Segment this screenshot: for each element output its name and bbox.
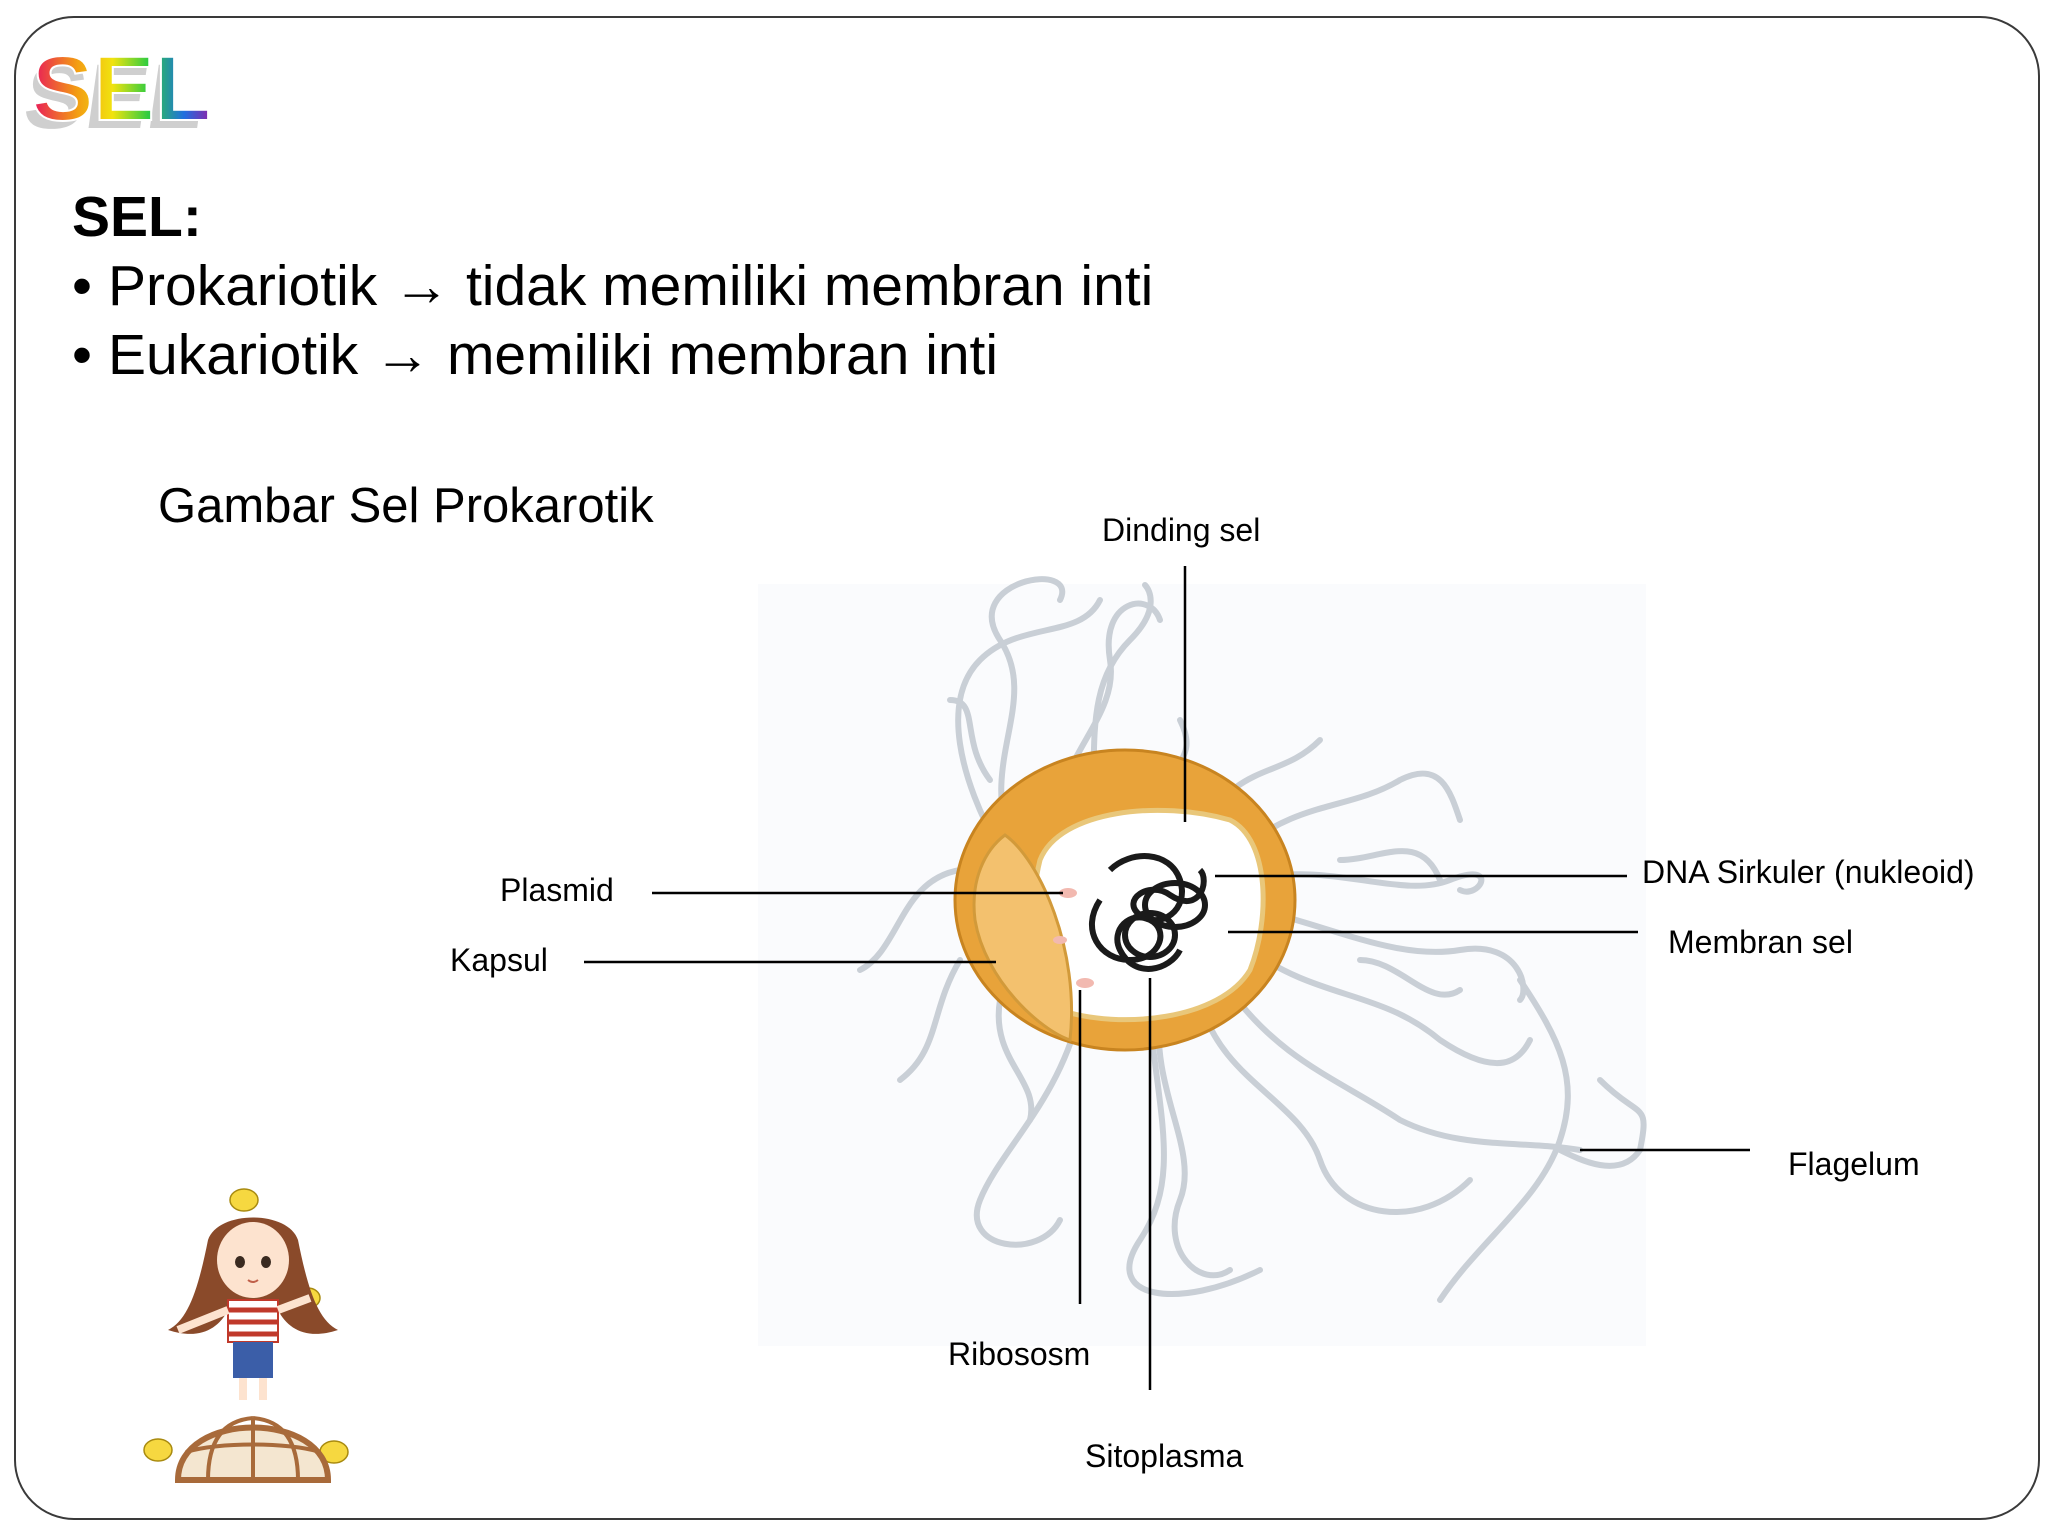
slide-heading: SEL: bbox=[72, 185, 202, 249]
dna-nucleoid-icon bbox=[1088, 853, 1208, 972]
arrow-icon: → bbox=[374, 323, 432, 387]
label-sitoplasma: Sitoplasma bbox=[1085, 1438, 1244, 1474]
bullet-term: Prokariotik bbox=[108, 254, 378, 318]
bullet-item-eukariotik: •Eukariotik → memiliki membran inti bbox=[72, 321, 1153, 390]
ribosome-dots bbox=[1053, 888, 1094, 988]
figure-title: Gambar Sel Prokarotik bbox=[158, 479, 654, 533]
label-kapsul: Kapsul bbox=[450, 942, 548, 978]
logo-text: SEL bbox=[32, 38, 211, 136]
bullet-dot: • bbox=[72, 323, 92, 387]
label-dinding-sel: Dinding sel bbox=[1102, 512, 1261, 548]
bullet-desc: tidak memiliki membran inti bbox=[465, 254, 1154, 318]
arrow-icon: → bbox=[393, 254, 451, 318]
bullet-item-prokariotik: •Prokariotik → tidak memiliki membran in… bbox=[72, 252, 1153, 321]
bullet-dot: • bbox=[72, 254, 92, 318]
girl-illustration bbox=[143, 1188, 349, 1483]
svg-text:SEL: SEL bbox=[22, 44, 212, 136]
label-membran-sel: Membran sel bbox=[1668, 924, 1853, 960]
label-ribosom: Ribososm bbox=[948, 1336, 1091, 1372]
label-plasmid: Plasmid bbox=[500, 872, 614, 908]
face-shape bbox=[217, 1222, 289, 1298]
bullet-desc: memiliki membran inti bbox=[446, 323, 999, 387]
sel-logo: SEL SEL bbox=[22, 37, 212, 136]
label-dna-sirkuler: DNA Sirkuler (nukleoid) bbox=[1642, 854, 1975, 890]
bullet-list: •Prokariotik → tidak memiliki membran in… bbox=[72, 252, 1153, 390]
bullet-term: Eukariotik bbox=[108, 323, 359, 387]
leader-lines bbox=[584, 566, 1750, 1390]
label-flagelum: Flagelum bbox=[1788, 1146, 1920, 1182]
